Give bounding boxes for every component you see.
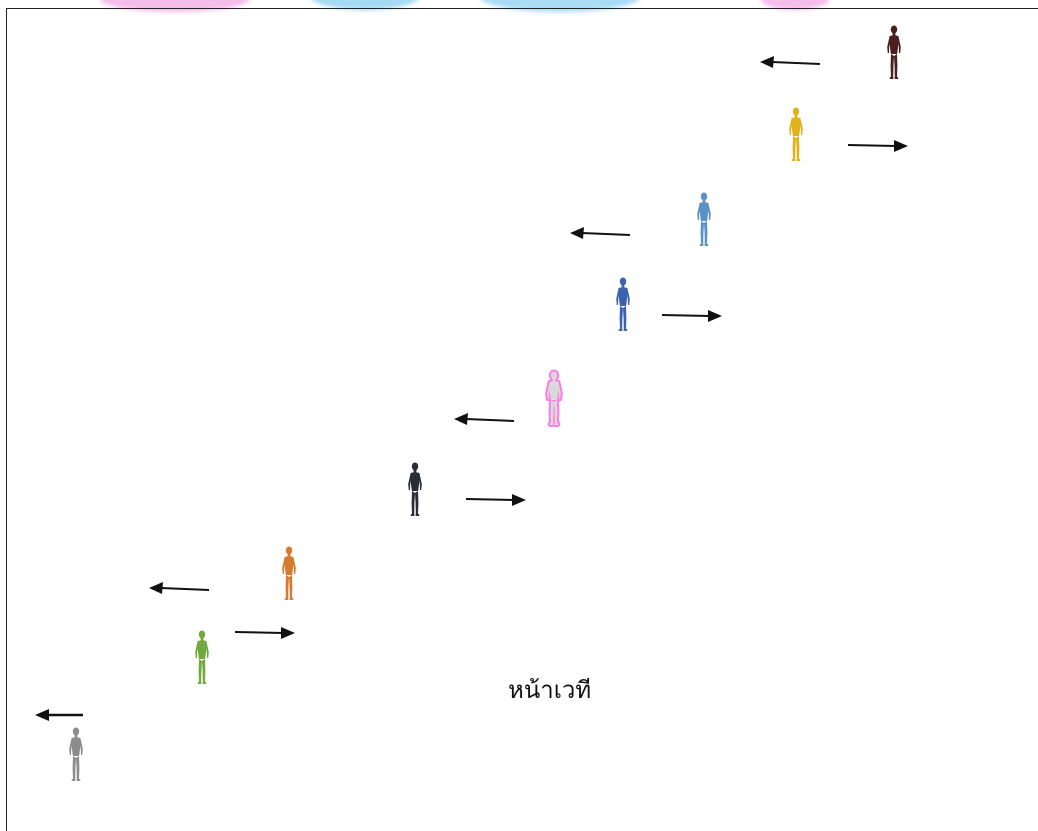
mannequin-green-icon [192,630,212,686]
mannequin-blue-icon [613,277,633,333]
watermark-blob-blue [310,0,420,10]
watermark-blob-blue-center [480,0,640,12]
arrow-right-icon [464,492,528,508]
diagram-frame [6,8,1038,831]
mannequin-gold-icon [786,107,806,163]
stage-front-label: หน้าเวที [508,676,592,704]
watermark-blob-pink-left [100,0,250,12]
mannequin-orange-icon [279,546,299,602]
arrow-left-icon [758,54,822,70]
mannequin-black-icon [405,462,425,518]
mannequin-gray-icon [66,727,86,783]
arrow-left-icon [452,411,516,427]
mannequin-white-highlighted-icon [541,368,567,430]
arrow-right-icon [846,138,910,154]
watermark-blob-pink-right [760,0,830,10]
arrow-right-icon [233,625,297,641]
mannequin-darkred-icon [884,25,904,81]
arrow-left-icon [568,225,632,241]
arrow-left-icon [33,707,85,723]
mannequin-lightblue-icon [694,192,714,248]
arrow-left-icon [147,580,211,596]
arrow-right-icon [660,308,724,324]
